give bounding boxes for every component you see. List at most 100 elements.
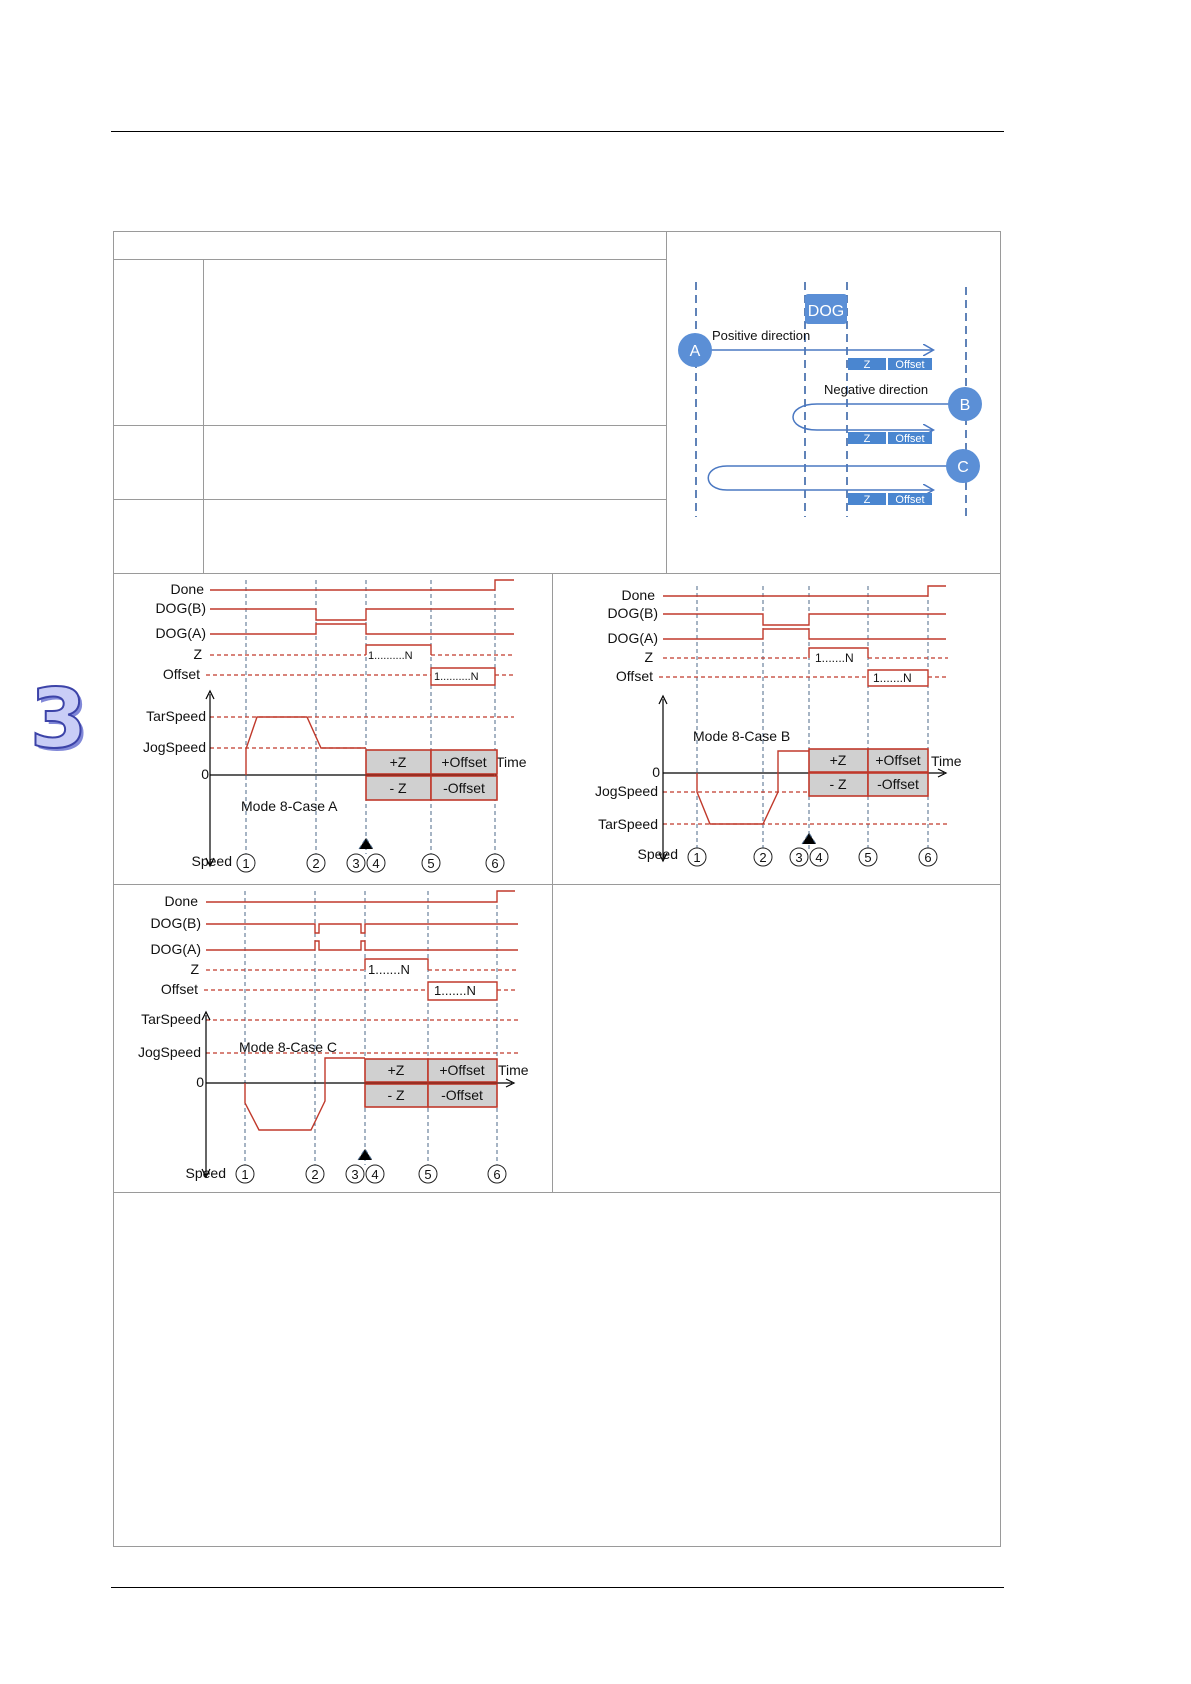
dog-b-signal [663, 613, 946, 626]
done-label: Done [622, 587, 656, 603]
svg-text:+Offset: +Offset [875, 752, 920, 768]
svg-text:6: 6 [491, 856, 498, 871]
dog-diagram: DOG Positive direction A Z Offset Negati… [678, 282, 982, 517]
svg-text:Offset: Offset [895, 433, 924, 445]
negative-direction-label: Negative direction [824, 382, 928, 397]
footer-rule [111, 1587, 1004, 1588]
z-label: Z [644, 649, 653, 665]
offset-pulse [867, 669, 929, 687]
positive-direction-label: Positive direction [712, 328, 810, 343]
offset-pulse [427, 981, 498, 1001]
svg-text:+Z: +Z [390, 754, 407, 770]
dog-a-label: DOG(A) [607, 630, 658, 646]
done-signal [663, 585, 946, 597]
svg-text:5: 5 [427, 856, 434, 871]
dog-b-label: DOG(B) [155, 600, 206, 616]
speed-label: Speed [638, 846, 678, 862]
svg-text:+Offset: +Offset [439, 1062, 484, 1078]
svg-text:-Offset: -Offset [877, 776, 919, 792]
point-b-label: B [960, 397, 971, 414]
point-b-icon [948, 387, 982, 421]
point-a-label: A [690, 343, 701, 360]
tarspeed-label: TarSpeed [146, 708, 206, 724]
chapter-number: 3 [29, 672, 88, 767]
case-title: Mode 8-Case B [693, 728, 790, 744]
speed-profile [245, 716, 366, 775]
step-guides [244, 891, 498, 1165]
svg-text:1: 1 [242, 856, 249, 871]
jogspeed-label: JogSpeed [595, 783, 658, 799]
svg-text:- Z: - Z [389, 780, 407, 796]
svg-text:Z: Z [864, 433, 871, 445]
svg-text:- Z: - Z [829, 776, 847, 792]
svg-text:3: 3 [351, 1167, 358, 1182]
svg-text:4: 4 [371, 1167, 378, 1182]
svg-text:1: 1 [241, 1167, 248, 1182]
svg-text:2: 2 [759, 850, 766, 865]
path-negative-b [792, 403, 949, 430]
dog-label: DOG [808, 303, 844, 320]
z-pulse [364, 958, 429, 970]
timing-chart-case-b: Done DOG(B) DOG(A) Z Offset 0 JogSpeed T… [595, 585, 962, 867]
svg-text:1: 1 [693, 850, 700, 865]
path-negative-c [707, 465, 947, 490]
offset-label: Offset [163, 666, 200, 682]
svg-text:+Z: +Z [830, 752, 847, 768]
speed-label: Speed [192, 853, 232, 869]
timing-chart-case-a: Done DOG(B) DOG(A) Z Offset TarSpeed Jog… [143, 579, 527, 873]
svg-text:6: 6 [493, 1167, 500, 1182]
dog-b-signal [210, 608, 514, 621]
z-offset-row-3: Z Offset [848, 493, 932, 506]
timing-chart-case-c: Done DOG(B) DOG(A) Z Offset TarSpeed Jog… [138, 890, 529, 1184]
dog-b-label: DOG(B) [150, 915, 201, 931]
point-c-icon [946, 449, 980, 483]
z-offset-row-1: Z Offset [848, 358, 932, 371]
svg-text:+Offset: +Offset [441, 754, 486, 770]
dog-a-label: DOG(A) [150, 941, 201, 957]
jogspeed-label: JogSpeed [138, 1044, 201, 1060]
done-label: Done [165, 893, 199, 909]
svg-text:2: 2 [311, 1167, 318, 1182]
speed-profile [696, 750, 809, 825]
svg-text:2: 2 [312, 856, 319, 871]
svg-text:Offset: Offset [895, 494, 924, 506]
svg-text:Z: Z [864, 494, 871, 506]
zero-label: 0 [201, 766, 209, 782]
time-label: Time [496, 754, 527, 770]
svg-text:Offset: Offset [895, 359, 924, 371]
svg-text:5: 5 [864, 850, 871, 865]
done-label: Done [171, 581, 205, 597]
tarspeed-label: TarSpeed [141, 1011, 201, 1027]
z-offset-row-2: Z Offset [848, 432, 932, 445]
offset-pulse-range: 1.......N [873, 671, 912, 685]
time-label: Time [498, 1062, 529, 1078]
offset-pulse [430, 667, 496, 686]
z-pulse-range: 1..........N [368, 650, 413, 662]
z-offset-boxes: +Z +Offset - Z -Offset [808, 748, 929, 797]
tarspeed-label: TarSpeed [598, 816, 658, 832]
svg-text:-Offset: -Offset [443, 780, 485, 796]
step-markers: 1 2 3 4 5 6 [687, 847, 938, 867]
time-label: Time [931, 753, 962, 769]
svg-text:5: 5 [424, 1167, 431, 1182]
dog-a-signal [663, 628, 946, 640]
step-markers: 1 2 3 4 5 6 [235, 1164, 507, 1184]
z-label: Z [193, 646, 202, 662]
offset-label: Offset [616, 668, 653, 684]
done-signal [210, 579, 514, 591]
z-pulse [365, 644, 432, 655]
svg-text:3: 3 [352, 856, 359, 871]
point-c-label: C [957, 459, 969, 476]
svg-text:4: 4 [372, 856, 379, 871]
step-markers: 1 2 3 4 5 6 [236, 853, 505, 873]
header-rule [111, 131, 1004, 132]
case-title: Mode 8-Case C [239, 1039, 337, 1055]
offset-pulse-range: 1..........N [434, 671, 479, 683]
svg-text:-Offset: -Offset [441, 1087, 483, 1103]
done-signal [206, 890, 515, 903]
svg-text:Z: Z [864, 359, 871, 371]
dog-a-signal [206, 940, 518, 951]
z-pulse-range: 1.......N [815, 651, 854, 665]
z-pulse [808, 647, 869, 658]
svg-text:- Z: - Z [387, 1087, 405, 1103]
